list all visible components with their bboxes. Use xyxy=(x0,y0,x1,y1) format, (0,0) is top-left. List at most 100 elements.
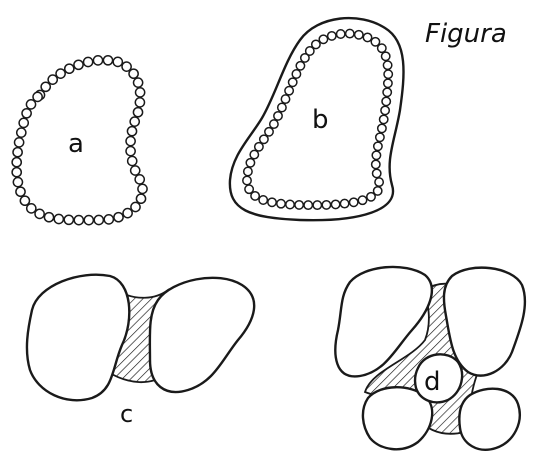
coating-particle xyxy=(350,198,358,206)
coating-particle xyxy=(65,64,74,73)
coating-particle xyxy=(126,137,135,146)
coating-particle xyxy=(260,135,268,143)
coating-particle xyxy=(375,178,383,186)
grain-c-left xyxy=(27,275,129,401)
coating-particle xyxy=(133,108,142,117)
coating-particle xyxy=(19,118,28,127)
coating-particle xyxy=(277,200,285,208)
coating-particle xyxy=(383,61,391,69)
figure-title: Figura xyxy=(425,19,507,49)
coating-particle xyxy=(281,95,289,103)
coating-particle xyxy=(13,148,22,157)
coating-particle xyxy=(381,106,389,114)
coating-particle xyxy=(20,196,29,205)
coating-particle xyxy=(374,142,382,150)
coating-particle xyxy=(134,78,143,87)
coating-particle xyxy=(243,176,251,184)
coating-particle xyxy=(16,187,25,196)
coating-particle xyxy=(286,200,294,208)
panel-d: d xyxy=(335,267,525,450)
coating-particle xyxy=(56,69,65,78)
label-d: d xyxy=(424,367,441,397)
coating-particle xyxy=(104,215,113,224)
coating-particle xyxy=(135,175,144,184)
coating-particle xyxy=(12,158,21,167)
panel-b: b xyxy=(230,18,404,220)
coating-particle xyxy=(265,128,273,136)
panel-c: c xyxy=(27,275,254,428)
coating-particle xyxy=(270,120,278,128)
coating-particle xyxy=(367,193,375,201)
coating-particle xyxy=(74,216,83,225)
coating-particle xyxy=(12,168,21,177)
coating-particle xyxy=(244,167,252,175)
coating-particle xyxy=(126,147,135,156)
coating-particle xyxy=(103,56,112,65)
coating-particle xyxy=(268,198,276,206)
coating-particle xyxy=(363,33,371,41)
coating-particle xyxy=(127,127,136,136)
coating-particle xyxy=(274,112,282,120)
coating-particle xyxy=(27,204,36,213)
coating-particle xyxy=(138,184,147,193)
coating-particle xyxy=(255,143,263,151)
coating-particle xyxy=(35,209,44,218)
coating-particle xyxy=(136,88,145,97)
coating-particle xyxy=(372,160,380,168)
coating-particle xyxy=(383,88,391,96)
coating-particle xyxy=(313,201,321,209)
coating-particle xyxy=(296,62,304,70)
coating-particle xyxy=(48,75,57,84)
coating-particle xyxy=(135,98,144,107)
coating-particle xyxy=(64,215,73,224)
coating-particle xyxy=(378,124,386,132)
coating-particle xyxy=(41,82,50,91)
coating-particle xyxy=(382,97,390,105)
coating-particle xyxy=(312,40,320,48)
coating-particle xyxy=(372,151,380,159)
coating-particle xyxy=(245,185,253,193)
coating-particle xyxy=(84,57,93,66)
coating-particle xyxy=(131,166,140,175)
coating-particle xyxy=(373,169,381,177)
coating-particle xyxy=(285,87,293,95)
coating-particle xyxy=(358,196,366,204)
coating-particle xyxy=(74,60,83,69)
coating-particle xyxy=(128,156,137,165)
coating-particle xyxy=(319,35,327,43)
coating-particle xyxy=(331,200,339,208)
coating-particle xyxy=(278,103,286,111)
coating-particle xyxy=(380,115,388,123)
coating-particle xyxy=(376,133,384,141)
coating-particle xyxy=(340,199,348,207)
coating-particle xyxy=(26,100,35,109)
coating-particle xyxy=(93,56,102,65)
coating-particle xyxy=(17,128,26,137)
coating-particle xyxy=(54,214,63,223)
coating-particle xyxy=(113,57,122,66)
coating-particle xyxy=(129,69,138,78)
coating-particle xyxy=(304,201,312,209)
coating-particle xyxy=(384,79,392,87)
coating-particle xyxy=(246,159,254,167)
coating-particle xyxy=(355,31,363,39)
coating-particle xyxy=(259,196,267,204)
coating-particle xyxy=(130,117,139,126)
label-a: a xyxy=(68,129,84,159)
coating-particle xyxy=(131,202,140,211)
label-c: c xyxy=(120,400,133,428)
coating-particle xyxy=(346,29,354,37)
coating-particle xyxy=(123,209,132,218)
coating-particle xyxy=(122,62,131,71)
coating-particle xyxy=(13,178,22,187)
coating-particle xyxy=(382,52,390,60)
coating-particle xyxy=(328,32,336,40)
panel-a: a xyxy=(12,56,147,225)
coating-particle xyxy=(44,213,53,222)
coating-particle xyxy=(378,44,386,52)
coating-particle xyxy=(322,201,330,209)
coating-particle xyxy=(22,109,31,118)
label-b: b xyxy=(312,105,329,135)
coating-particle xyxy=(94,215,103,224)
